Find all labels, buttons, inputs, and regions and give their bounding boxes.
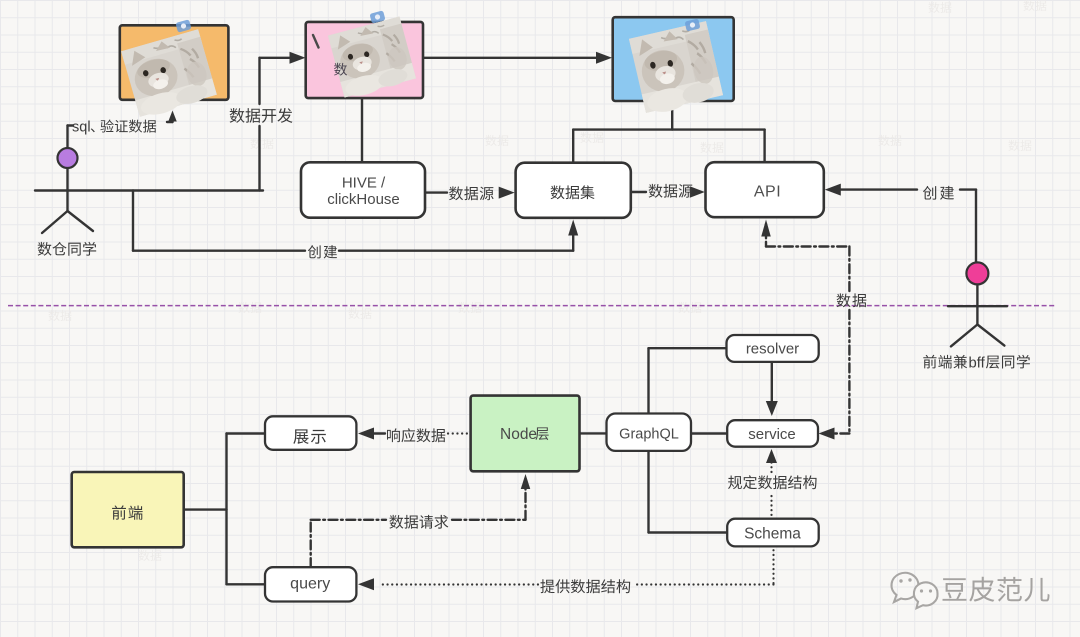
svg-text:sql: sql xyxy=(72,120,91,136)
svg-text:service: service xyxy=(748,426,796,443)
svg-text:Node: Node xyxy=(500,426,537,443)
svg-text:GraphQL: GraphQL xyxy=(619,427,679,443)
svg-text:API: API xyxy=(754,183,781,200)
svg-text:bff: bff xyxy=(969,355,986,371)
svg-text:HIVE /: HIVE / xyxy=(342,175,386,192)
svg-text:clickHouse: clickHouse xyxy=(327,191,400,208)
svg-text:Schema: Schema xyxy=(744,526,801,543)
svg-text:query: query xyxy=(290,576,330,593)
svg-text:resolver: resolver xyxy=(746,341,799,358)
